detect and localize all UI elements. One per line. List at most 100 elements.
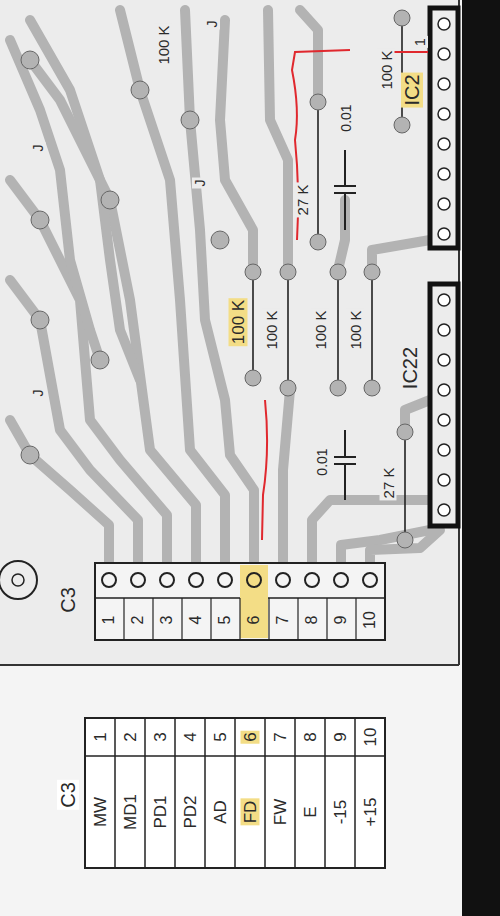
part-name: IC2 [401, 72, 423, 107]
cell-rule [204, 718, 206, 868]
resistor-value: 100 K [347, 308, 364, 351]
pin-number: 10 [361, 726, 380, 749]
cell-rule [268, 598, 269, 640]
pin-number: 7 [271, 730, 290, 743]
pin-hole [438, 444, 450, 456]
pin-hole [438, 198, 450, 210]
cell-rule [239, 598, 240, 640]
pin-hole [305, 573, 319, 587]
jumper-mark: J [30, 143, 46, 154]
jumper-mark: J [204, 19, 220, 30]
pin-number: 2 [121, 730, 140, 743]
pin-number: 6 [241, 730, 260, 743]
ic-outline [430, 8, 458, 526]
solder-pads [21, 10, 413, 548]
pin-number: 9 [332, 614, 350, 627]
pin-number: 5 [211, 730, 230, 743]
resistor-symbols [253, 18, 405, 540]
pin-hole [438, 324, 450, 336]
pin-number: 3 [151, 730, 170, 743]
mounting-hole [0, 561, 37, 599]
signal-name: AD [211, 798, 230, 826]
red-marks [262, 50, 428, 540]
cell-rule [210, 598, 211, 640]
connector-pins [102, 573, 377, 640]
pin-number: 2 [129, 614, 147, 627]
resistor-value: 100 K [263, 308, 280, 351]
pin-number: 1 [100, 614, 118, 627]
cell-rule [123, 598, 124, 640]
copper-traces [10, 10, 440, 565]
board-edge [0, 664, 459, 666]
pin-hole [438, 138, 450, 150]
dark-edge [462, 0, 500, 916]
part-name: IC22 [399, 345, 421, 391]
capacitor-value: 0.01 [314, 446, 330, 477]
cell-rule [234, 718, 236, 868]
pin-number: 10 [361, 609, 379, 631]
pin-hole [363, 573, 377, 587]
signal-name: MW [91, 795, 110, 829]
pin-number: 8 [301, 730, 320, 743]
signal-name: PD2 [181, 793, 200, 830]
signal-name: E [301, 804, 320, 819]
ic-pin-holes [438, 18, 450, 516]
pin-number: 4 [187, 614, 205, 627]
pin-hole [247, 573, 261, 587]
pin-hole [160, 573, 174, 587]
pin-number: 4 [181, 730, 200, 743]
jumper-mark: J [30, 388, 46, 399]
cell-rule [355, 598, 356, 640]
cell-rule [326, 598, 327, 640]
resistor-value: 100 K [229, 298, 248, 346]
pin-hole [334, 573, 348, 587]
pin-hole [218, 573, 232, 587]
capacitor-value: 0.01 [338, 102, 354, 133]
cell-rule [354, 718, 356, 868]
pin-number: 1 [412, 36, 428, 48]
signal-name: -15 [331, 798, 350, 827]
resistor-value: 27 K [294, 183, 311, 218]
resistor-value: 100 K [378, 48, 395, 91]
pin-hole [438, 384, 450, 396]
mounting-hole [12, 574, 24, 586]
signal-name: MD1 [121, 792, 140, 832]
pin-number: 8 [303, 614, 321, 627]
resistor-value: 27 K [380, 466, 397, 501]
signal-name: FW [271, 797, 290, 827]
cell-rule [264, 718, 266, 868]
cell-rule [294, 718, 296, 868]
pin-number: 9 [331, 730, 350, 743]
pin-hole [438, 18, 450, 30]
highlight-mark [240, 565, 268, 638]
pin-hole [131, 573, 145, 587]
pin-hole [438, 228, 450, 240]
pin-hole [438, 48, 450, 60]
pin-hole [438, 504, 450, 516]
board-ground [0, 0, 460, 665]
pin-number: 6 [245, 614, 263, 627]
pin-number: 1 [91, 730, 110, 743]
pin-hole [438, 414, 450, 426]
pin-hole [438, 78, 450, 90]
cell-rule [181, 598, 182, 640]
pin-hole [438, 108, 450, 120]
resistor-value: 100 K [155, 23, 172, 66]
pin-hole [189, 573, 203, 587]
pin-table [85, 718, 385, 868]
table-rules [115, 718, 355, 868]
pin-hole [438, 354, 450, 366]
pin-number: 7 [274, 614, 292, 627]
cell-rule [324, 718, 326, 868]
cell-rule [114, 718, 116, 868]
cell-rule [297, 598, 298, 640]
pin-number: 3 [158, 614, 176, 627]
connector-name: C3 [57, 585, 79, 615]
pin-hole [102, 573, 116, 587]
connector-name: C3 [57, 780, 79, 810]
cell-rule [152, 598, 153, 640]
signal-name: PD1 [151, 793, 170, 830]
cell-rule [174, 718, 176, 868]
connector-outline [95, 563, 385, 640]
